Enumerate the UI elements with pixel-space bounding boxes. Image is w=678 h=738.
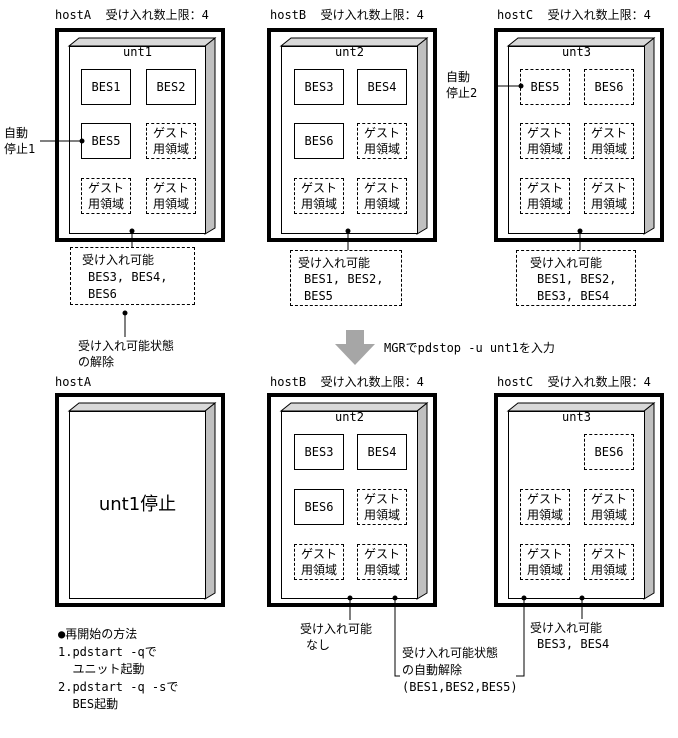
a-bes2: BES2: [146, 69, 196, 105]
a-guest-area-3: ゲスト用領域: [146, 178, 196, 214]
bottom-unit3-slab: [506, 401, 656, 600]
unit2-label: unt2: [335, 45, 364, 59]
bottom-c-guest-area-3: ゲスト用領域: [520, 544, 570, 580]
unit1-label: unt1: [123, 45, 152, 59]
bottom-b-guest-area-2: ゲスト用領域: [294, 544, 344, 580]
b-guest-area-3: ゲスト用領域: [357, 178, 407, 214]
bottom-b-accept-dot: [347, 595, 353, 601]
release-dot: [122, 310, 128, 316]
bottom-c-accept-dot: [579, 595, 585, 601]
bottom-host-c-header: hostC 受け入れ数上限：4: [497, 375, 651, 389]
b-bes4: BES4: [357, 69, 407, 105]
c-guest-area-1: ゲスト用領域: [520, 123, 570, 159]
bottom-b-guest-area-3: ゲスト用領域: [357, 544, 407, 580]
c-accept-dot: [577, 228, 583, 234]
b-guest-area-1: ゲスト用領域: [357, 123, 407, 159]
release-label-line1: 受け入れ可能状態: [78, 339, 175, 353]
bottom-b-bes3: BES3: [294, 434, 344, 470]
unit1-stopped-slab: [67, 401, 217, 600]
a-guest-area-2: ゲスト用領域: [81, 178, 131, 214]
a-bes5: BES5: [81, 123, 131, 159]
b-accept-dot: [345, 228, 351, 234]
restart-step2-line1: 2.pdstart -q -sで: [58, 680, 179, 694]
bottom-c-bes6-inactive: BES6: [584, 434, 634, 470]
c-guest-area-2: ゲスト用領域: [584, 123, 634, 159]
b-accept-line1: BES1, BES2,: [304, 272, 384, 286]
auto-release-dot-2: [521, 595, 527, 601]
bottom-c-guest-area-1: ゲスト用領域: [520, 489, 570, 525]
c-accept-line2: BES3, BES4: [537, 289, 610, 303]
auto-release-line2: の自動解除: [402, 663, 463, 677]
bottom-c-guest-area-2: ゲスト用領域: [584, 489, 634, 525]
restart-step1-line2: ユニット起動: [58, 662, 145, 676]
b-accept-title: 受け入れ可能: [298, 256, 371, 270]
c-accept-line1: BES1, BES2,: [537, 272, 617, 286]
b-accept-callout: [290, 250, 402, 306]
unit1-stopped-label: unt1停止: [98, 494, 177, 515]
restart-step1-line1: 1.pdstart -qで: [58, 645, 157, 659]
bottom-c-guest-area-4: ゲスト用領域: [584, 544, 634, 580]
unit3-slab: [506, 36, 656, 235]
bottom-host-b-header: hostB 受け入れ数上限：4: [270, 375, 424, 389]
a-accept-line2: BES6: [88, 287, 117, 301]
bottom-c-accept-line2: BES3, BES4: [537, 637, 610, 651]
auto-release-line3: (BES1,BES2,BES5): [402, 680, 518, 694]
host-b-header: hostB 受け入れ数上限：4: [270, 8, 424, 22]
bottom-unit2-label: unt2: [335, 410, 364, 424]
host-c-header: hostC 受け入れ数上限：4: [497, 8, 651, 22]
transition-arrow-icon: [335, 330, 375, 365]
restart-step2-line2: BES起動: [58, 697, 119, 711]
bottom-b-guest-area-1: ゲスト用領域: [357, 489, 407, 525]
auto-release-connector-1: [394, 598, 400, 677]
bottom-b-accept-line1: 受け入れ可能: [300, 622, 373, 636]
c-guest-area-4: ゲスト用領域: [584, 178, 634, 214]
a-accept-dot: [129, 228, 135, 234]
a-bes1: BES1: [81, 69, 131, 105]
bottom-b-bes4: BES4: [357, 434, 407, 470]
b-bes3: BES3: [294, 69, 344, 105]
a-accept-title: 受け入れ可能: [82, 253, 155, 267]
restart-title: ●再開始の方法: [58, 627, 138, 641]
c-bes5-stopped: BES5: [520, 69, 570, 105]
b-guest-area-2: ゲスト用領域: [294, 178, 344, 214]
bottom-host-a-header: hostA: [55, 375, 92, 389]
a-accept-callout: [70, 247, 195, 305]
bottom-b-accept-line2: なし: [306, 638, 331, 652]
c-accept-callout: [516, 250, 636, 306]
b-accept-line2: BES5: [304, 289, 333, 303]
c-accept-title: 受け入れ可能: [530, 256, 603, 270]
release-label-line2: の解除: [78, 355, 115, 369]
auto-stop2-label-line1: 自動: [446, 70, 471, 84]
host-a-header: hostA 受け入れ数上限：4: [55, 8, 209, 22]
a-guest-area-1: ゲスト用領域: [146, 123, 196, 159]
unit2-slab: [279, 36, 429, 235]
unit3-label: unt3: [562, 45, 591, 59]
auto-stop1-label-line1: 自動: [4, 126, 29, 140]
auto-stop2-dot: [518, 83, 524, 89]
auto-stop1-label-line2: 停止1: [4, 142, 36, 156]
a-accept-line1: BES3, BES4,: [88, 270, 168, 284]
arrow-command-label: MGRでpdstop -u unt1を入力: [384, 341, 555, 355]
unit1-stopped-face: [69, 411, 206, 599]
bottom-b-bes6: BES6: [294, 489, 344, 525]
auto-stop1-dot: [79, 138, 85, 144]
bottom-unit3-label: unt3: [562, 410, 591, 424]
auto-release-dot-1: [392, 595, 398, 601]
c-bes6-inactive: BES6: [584, 69, 634, 105]
b-bes6: BES6: [294, 123, 344, 159]
bottom-c-accept-line1: 受け入れ可能: [530, 621, 603, 635]
auto-release-line1: 受け入れ可能状態: [402, 646, 499, 660]
auto-release-connector-2: [516, 598, 525, 677]
unit1-slab: [67, 36, 217, 235]
c-guest-area-3: ゲスト用領域: [520, 178, 570, 214]
auto-stop2-label-line2: 停止2: [446, 86, 478, 100]
